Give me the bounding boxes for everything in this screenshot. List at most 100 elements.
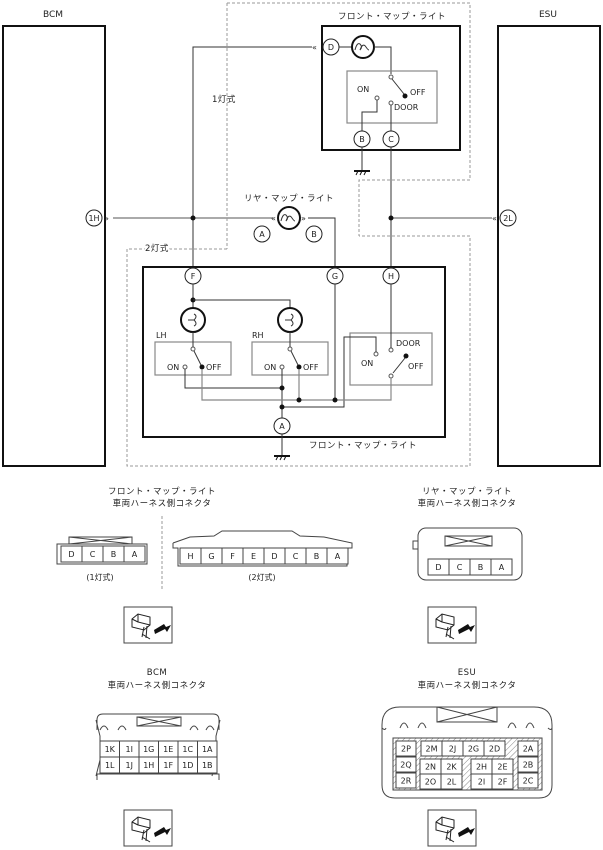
wire-rear-g [308,217,336,258]
pin-label: C [90,550,96,559]
variant-1lamp-label: 1灯式 [212,94,236,105]
zone-1lamp [227,2,471,236]
rh-off-label: OFF [303,363,319,372]
pin-label: H [187,552,193,561]
pin-label: B [478,563,484,572]
esu-connector-subtitle: 車両ハーネス側コネクタ [418,680,517,691]
switch-contact-off [296,364,302,370]
switch-door-label: DOOR [394,103,419,112]
rear-terminal-b-label: B [311,230,317,239]
pin-label: 2H [476,763,487,772]
pin-label: 2N [425,763,436,772]
front-connector-subtitle: 車両ハーネス側コネクタ [113,498,212,509]
pin-label: 2F [498,778,508,787]
rear-bulb-icon [277,206,301,230]
switch-contact [388,74,394,80]
switch-contact [388,373,394,379]
wire [361,100,378,131]
terminal-h-label: H [388,272,394,281]
pin-label: 2A [523,745,534,754]
switch-contact-off [199,364,205,370]
pin-label: C [293,552,299,561]
rear-terminal-b [305,225,323,243]
front-connector-title: フロント・マップ・ライト [108,487,216,497]
pin-cell [517,756,539,773]
pin-label: D [68,550,74,559]
pin-cell [440,773,463,790]
esu-label: ESU [539,10,557,20]
switch-lever [193,350,202,366]
pin-label: 2K [446,763,457,772]
door-on-label: ON [361,359,373,368]
rear-title: リヤ・マップ・ライト [244,194,334,204]
filament [188,313,197,327]
pin-label: 2P [401,745,411,754]
terminal-g-label: G [332,272,338,281]
pin-label: A [132,550,138,559]
pin-label: 1J [126,761,133,770]
door-label: DOOR [396,339,421,348]
switch-on-label: ON [357,85,369,94]
connector-mark: » [301,214,306,223]
harness-view-icon [123,809,173,847]
wire-1lamp-feed [192,46,312,250]
pin-cell [326,547,349,565]
pin-label: D [271,552,277,561]
pin-label: 2M [426,745,438,754]
pin-label: 1C [182,745,193,754]
pin-label: 1F [163,761,173,770]
pin-cell [490,558,513,576]
terminal-c-label: C [388,135,394,144]
pin-label: 1E [163,745,173,754]
rear-terminal-a-label: A [259,230,265,239]
switch-lever [290,350,299,366]
esu-terminal-label: 2L [503,214,513,223]
pin-cell [517,740,539,757]
lh-off-label: OFF [206,363,222,372]
lh-label: LH [156,331,166,340]
rear-connector-subtitle: 車両ハーネス側コネクタ [418,498,517,509]
connector-mark: « [271,214,276,223]
pin-label: 1B [202,761,213,770]
switch-contact-door [388,100,394,106]
pin-cell [517,772,539,789]
junction [190,215,196,221]
switch-contact-on [279,364,285,370]
single-switch-box [346,70,438,124]
pin-cell [491,773,514,790]
pin-label: 2B [523,761,534,770]
bcm-connector-title: BCM [147,668,167,678]
pin-label: 2Q [400,761,411,770]
connector-mark: « [492,214,497,223]
switch-off-label: OFF [410,88,426,97]
front-2lamp-caption: (2灯式) [248,572,275,582]
junction [388,215,394,221]
switch-contact-off [403,353,409,359]
pin-label: 2L [447,778,457,787]
pin-label: 2O [425,778,436,787]
connector-mark: « [312,43,317,52]
wire [282,336,377,408]
pin-label: 1K [105,745,116,754]
wire [193,299,291,308]
ground-icon [354,170,370,176]
pin-label: C [457,563,463,572]
pin-label: 1I [126,745,133,754]
junction [332,397,338,403]
switch-contact-on [374,95,380,101]
esu-connector-title: ESU [458,668,477,678]
bcm-connector-subtitle: 車両ハーネス側コネクタ [108,680,207,691]
harness-view-icon [123,606,173,644]
zone-2lamp [126,235,471,467]
pin-label: D [435,563,441,572]
switch-contact [287,346,293,352]
rh-label: RH [252,331,264,340]
pin-label: B [314,552,320,561]
pin-cell [483,740,506,757]
filament [285,313,294,327]
harness-view-icon [427,606,477,644]
